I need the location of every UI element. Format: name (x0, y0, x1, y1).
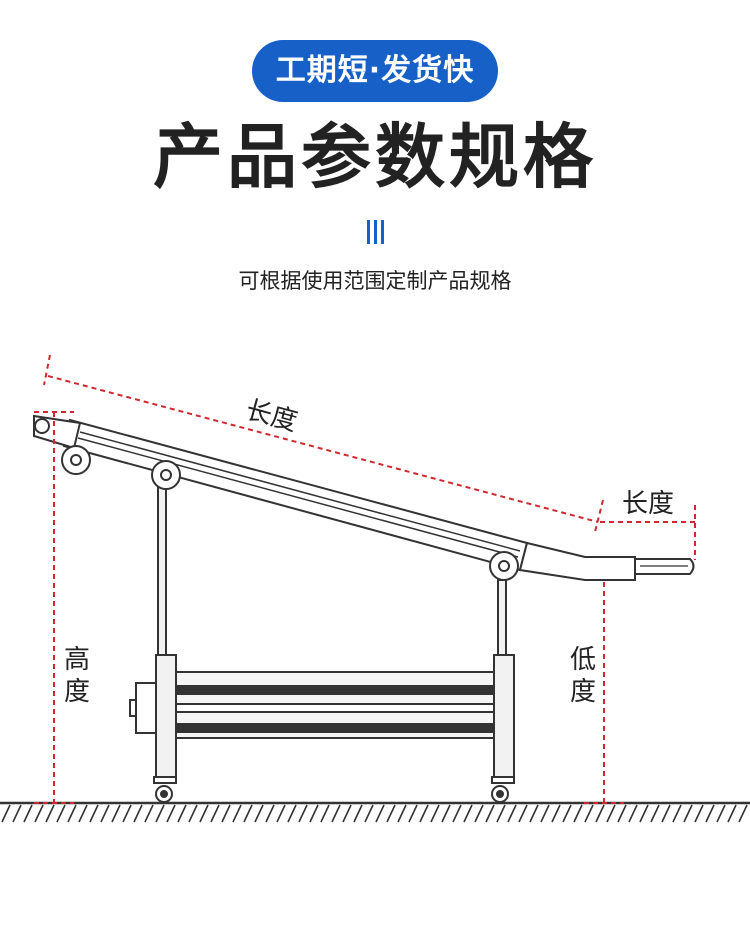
divider-bars-icon (364, 220, 386, 244)
height-label-1: 高 (64, 645, 90, 675)
length-label: 长度 (242, 395, 300, 437)
conveyor-machine (33, 414, 695, 803)
dimension-lines (34, 354, 696, 804)
low-height-label-2: 度 (570, 677, 596, 707)
low-height-label-1: 低 (570, 645, 596, 675)
feature-badge: 工期短·发货快 (252, 40, 498, 102)
page-subtitle: 可根据使用范围定制产品规格 (238, 269, 512, 293)
height-label-2: 度 (64, 677, 90, 707)
page-title: 产品参数规格 (153, 116, 597, 198)
ground (0, 801, 750, 823)
tail-length-label: 长度 (622, 489, 674, 519)
